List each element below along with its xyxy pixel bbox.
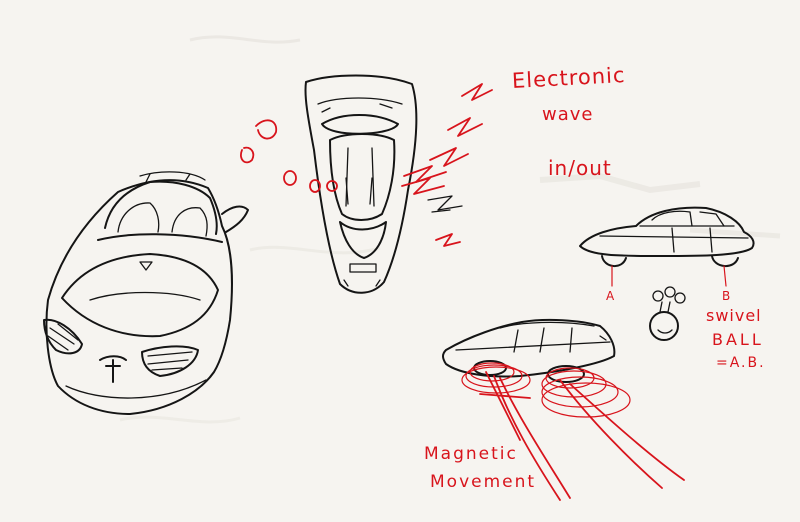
top-car-rear-window — [339, 221, 387, 259]
label-electronic: Electronic — [511, 63, 627, 93]
signal-circle-2 — [309, 179, 321, 193]
field-ring-6 — [541, 376, 619, 408]
front-car-hood — [61, 253, 219, 338]
wave-zigzag-6 — [435, 233, 461, 247]
front-car-headlight-right-lines — [147, 351, 193, 371]
front-car-windshield-base — [97, 233, 223, 243]
front-car-roof — [104, 180, 218, 235]
wave-zigzag-ink — [427, 195, 463, 213]
front-car-body-outline — [45, 179, 233, 415]
front-view-car — [43, 171, 249, 415]
wave-zigzag-1 — [461, 83, 493, 101]
side-car-ball-b — [711, 255, 739, 267]
wave-zigzag-5 — [401, 177, 445, 195]
front-car-hood-crease — [89, 291, 201, 301]
wave-zigzag-3 — [429, 147, 469, 167]
front-car-side-mirror — [221, 205, 249, 233]
top-car-roof-rails — [345, 147, 375, 207]
bleed-through-marks — [119, 35, 781, 424]
field-ring-7 — [541, 382, 631, 418]
top-car-license-plate — [349, 263, 377, 273]
swivel-ball-knob-2 — [664, 286, 676, 298]
signal-circle-3 — [326, 180, 338, 192]
hover-car-rear-light — [599, 335, 607, 341]
signal-swirl-2 — [255, 119, 278, 140]
label-wave: wave — [542, 104, 594, 125]
wave-zigzag-4 — [403, 165, 447, 183]
top-car-rear-lights — [343, 279, 381, 287]
top-car-mirrors — [321, 103, 393, 113]
swivel-ball-knob-1 — [652, 290, 664, 302]
label-equation: =A.B. — [716, 355, 766, 371]
movement-line-1 — [485, 371, 521, 441]
front-car-headlight-left-lines — [47, 323, 79, 351]
side-car-ball-a — [601, 255, 627, 267]
swivel-ball-stem — [659, 301, 671, 313]
side-car-door-lines — [671, 227, 713, 253]
label-b-marker: B — [722, 289, 732, 303]
top-car-windshield — [321, 114, 399, 135]
label-movement: Movement — [430, 472, 537, 492]
electronic-wave-zigzags — [401, 83, 493, 247]
front-car-window-right — [171, 207, 208, 237]
swivel-ball-shade — [657, 329, 673, 334]
hover-car-beltline — [455, 341, 611, 351]
front-car-roof-rails — [145, 173, 191, 183]
side-car-trim — [599, 235, 749, 239]
top-car-roof — [329, 133, 396, 221]
label-swivel: swivel — [706, 306, 762, 325]
hover-car-body-outline — [442, 318, 616, 378]
top-car-body-outline — [304, 74, 418, 294]
wave-zigzag-2 — [447, 117, 483, 137]
front-car-window-left — [117, 202, 160, 233]
label-magnetic: Magnetic — [424, 444, 518, 464]
front-car-headlight-right — [141, 345, 199, 377]
pointer-line-b — [723, 265, 727, 287]
swivel-ball — [649, 311, 679, 341]
signal-circles — [240, 119, 338, 193]
hover-car-door-lines — [513, 327, 573, 353]
hover-car-roof — [499, 321, 595, 329]
side-car-body-outline — [579, 206, 755, 257]
movement-arrow-tail — [479, 393, 531, 399]
magnetic-field — [461, 362, 685, 501]
movement-line-4 — [559, 379, 663, 489]
side-car-windows — [651, 210, 725, 227]
swivel-ball-knob-3 — [674, 292, 686, 304]
label-in-out: in/out — [548, 156, 612, 180]
movement-line-3 — [499, 377, 571, 499]
movement-line-2 — [493, 375, 561, 501]
top-car-hood-line — [317, 97, 403, 105]
side-view-car — [579, 206, 755, 287]
front-car-lower-bumper — [65, 379, 207, 399]
label-ball: BALL — [712, 330, 764, 349]
top-view-car — [304, 74, 418, 294]
swivel-ball-detail — [649, 286, 686, 341]
movement-line-5 — [569, 383, 685, 481]
front-car-headlight-left — [43, 318, 83, 355]
front-car-roofline — [139, 171, 206, 181]
signal-swirl-1 — [240, 146, 255, 164]
top-car-door-lines — [345, 177, 373, 205]
front-car-grille-emblem — [99, 355, 127, 383]
signal-circle-1 — [283, 170, 297, 186]
label-a-marker: A — [606, 289, 616, 303]
front-car-hood-emblem — [139, 261, 153, 271]
